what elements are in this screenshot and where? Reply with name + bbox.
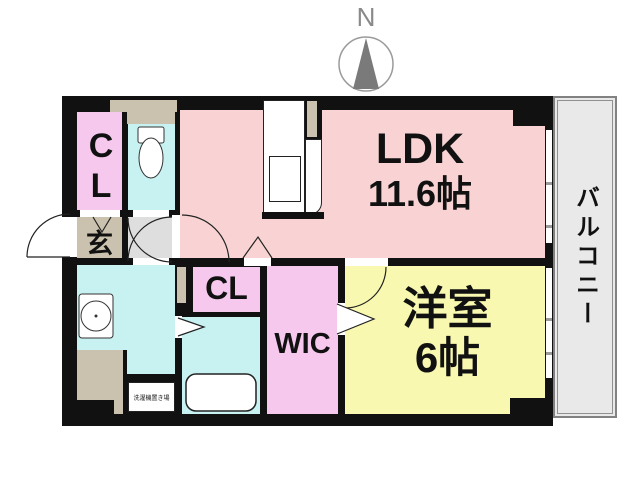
sink-icon bbox=[78, 293, 114, 339]
laundry-space-box bbox=[128, 382, 175, 412]
ldk-size: 11.6帖 bbox=[367, 173, 473, 214]
wic-door-marker bbox=[336, 303, 376, 335]
closet-middle-door-marker bbox=[242, 235, 273, 259]
room-balcony: バルコニー bbox=[553, 96, 617, 418]
room-closet-upper bbox=[77, 112, 122, 210]
opening-toilet-door bbox=[133, 210, 169, 217]
balcony-label: バルコニー bbox=[571, 184, 599, 330]
window-western-sash bbox=[546, 318, 552, 321]
ldk-name: LDK bbox=[375, 125, 465, 173]
pillar-top-right bbox=[513, 110, 545, 126]
ldk-door-arc bbox=[181, 214, 230, 263]
room-ldk bbox=[180, 110, 545, 258]
north-label: N bbox=[356, 2, 376, 32]
window-ldk bbox=[546, 130, 552, 243]
opening-washroom-door bbox=[133, 258, 169, 265]
western-room-name: 洋室 bbox=[402, 283, 493, 334]
ldk-label: LDK 11.6帖 bbox=[320, 126, 520, 216]
pillar-bottom-left bbox=[77, 400, 114, 414]
toilet-icon bbox=[137, 126, 165, 179]
room-wic bbox=[267, 266, 338, 414]
kitchen-counter-icon bbox=[262, 96, 324, 219]
north-compass-icon bbox=[338, 36, 394, 92]
room-entrance bbox=[77, 217, 122, 258]
opening-closet-upper bbox=[80, 210, 120, 217]
entrance-door-arc bbox=[26, 213, 71, 258]
door-markers bbox=[92, 216, 376, 337]
bath-door-marker bbox=[177, 317, 206, 337]
bathtub-icon bbox=[185, 373, 257, 412]
opening-closet-middle bbox=[244, 258, 271, 266]
western-room-size: 6帖 bbox=[414, 334, 481, 381]
pillar-bottom-right bbox=[510, 398, 545, 414]
window-western bbox=[546, 268, 552, 378]
entrance-label: 玄 bbox=[86, 229, 113, 259]
laundry-label: 洗濯機置き場 bbox=[133, 395, 170, 402]
western-room-label: 洋室 6帖 bbox=[355, 284, 540, 382]
opening-western-door bbox=[345, 258, 388, 266]
closet-upper-label: CL bbox=[88, 127, 114, 205]
closet-side-sliver bbox=[177, 267, 186, 303]
western-door-arc bbox=[344, 266, 387, 309]
opening-entrance-door bbox=[62, 217, 77, 257]
window-ldk-sash2 bbox=[546, 225, 552, 228]
room-pipe-notch-b bbox=[127, 108, 175, 124]
closet-middle-label: CL bbox=[205, 270, 248, 306]
toilet-door-arc bbox=[127, 217, 173, 263]
window-ldk-sash bbox=[546, 182, 552, 185]
washroom-door-arc bbox=[127, 216, 173, 262]
door-arcs bbox=[26, 213, 387, 309]
room-washroom-lower bbox=[127, 350, 175, 374]
entrance-step-marker bbox=[92, 216, 112, 234]
opening-hall-ldk bbox=[172, 215, 180, 258]
wic-label: WIC bbox=[274, 328, 331, 360]
window-western-sash2 bbox=[546, 352, 552, 355]
room-closet-middle bbox=[193, 267, 260, 312]
